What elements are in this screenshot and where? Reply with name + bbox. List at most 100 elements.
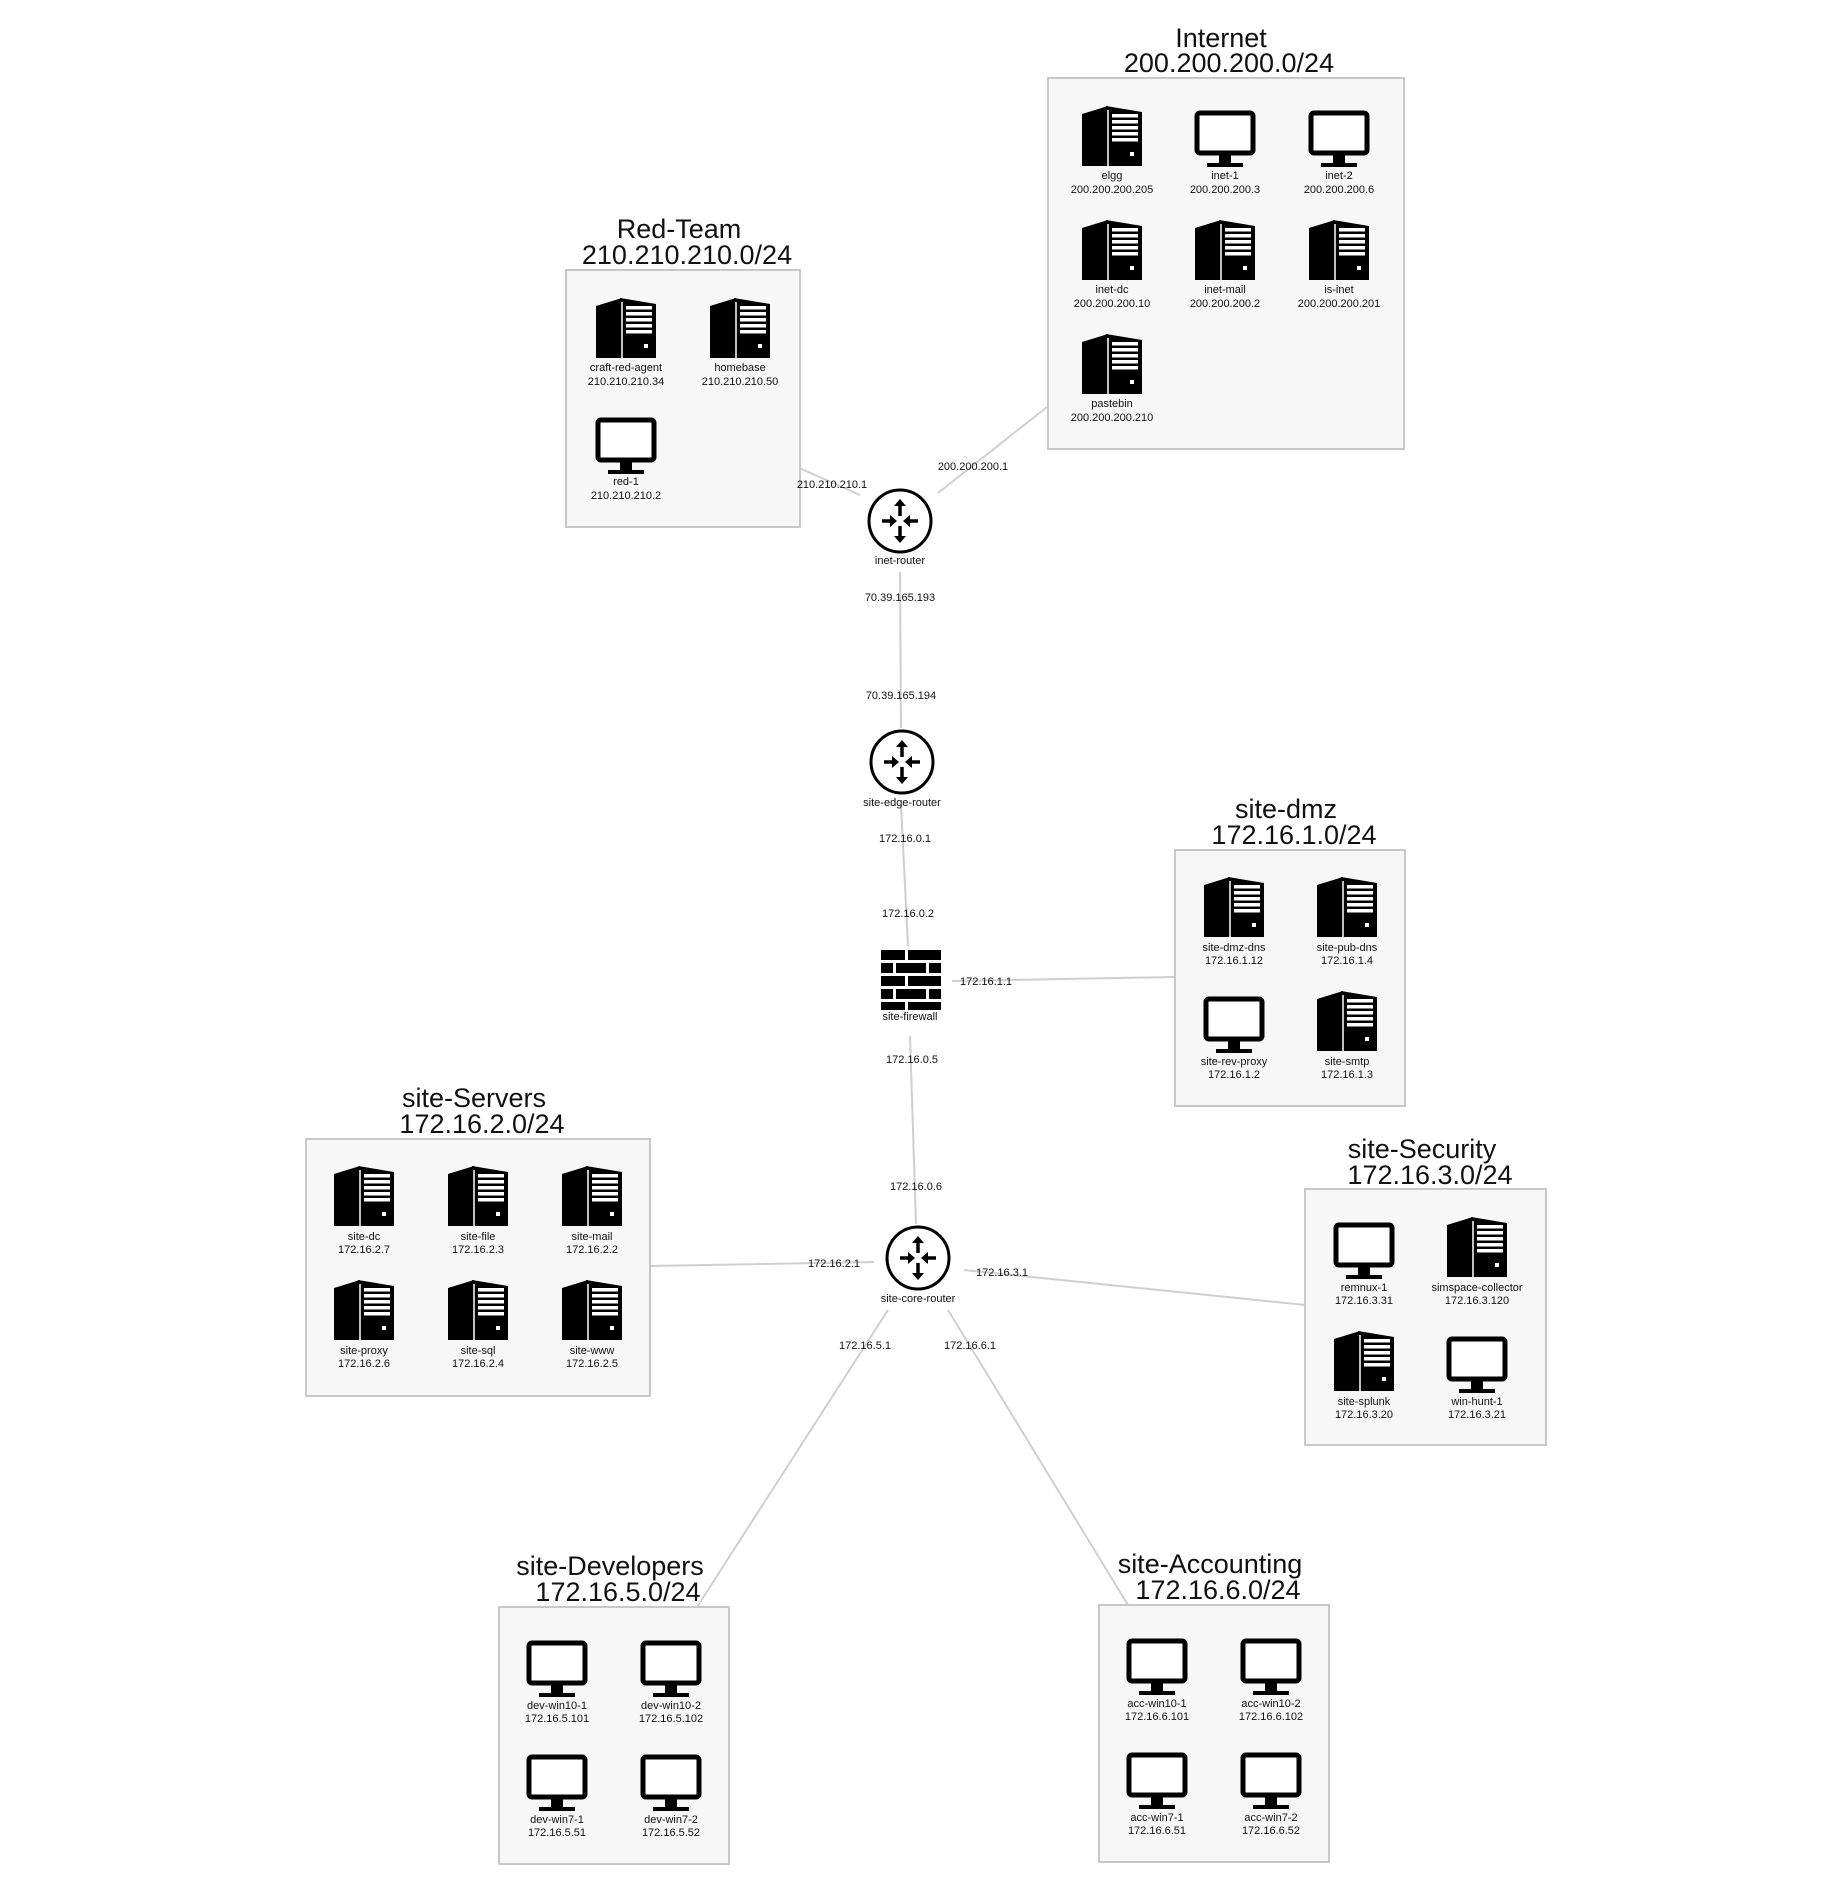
host-ip: 172.16.5.101 <box>525 1713 589 1725</box>
server-icon <box>1316 990 1378 1052</box>
host-site-dmz-dns[interactable]: site-dmz-dns 172.16.1.12 <box>1203 876 1266 967</box>
server-icon <box>561 1165 623 1227</box>
interface-ip: 200.200.200.1 <box>938 461 1008 473</box>
host-dev-win7-2[interactable]: dev-win7-2 172.16.5.52 <box>642 1757 700 1839</box>
host-acc-win10-1[interactable]: acc-win10-1 172.16.6.101 <box>1125 1641 1189 1723</box>
host-name: site-www <box>570 1345 615 1357</box>
device-site-firewall[interactable]: site-firewall <box>881 950 941 1023</box>
network-name: site-dmz <box>1235 794 1337 824</box>
server-icon <box>333 1165 395 1227</box>
host-remnux-1[interactable]: remnux-1 172.16.3.31 <box>1335 1225 1393 1307</box>
host-site-sql[interactable]: site-sql 172.16.2.4 <box>447 1279 509 1370</box>
host-name: site-dmz-dns <box>1203 942 1266 954</box>
host-site-pub-dns[interactable]: site-pub-dns 172.16.1.4 <box>1316 876 1378 967</box>
network-cidr: 172.16.6.0/24 <box>1135 1575 1300 1605</box>
host-name: site-proxy <box>340 1345 388 1357</box>
host-is-inet[interactable]: is-inet 200.200.200.201 <box>1298 219 1381 310</box>
host-acc-win7-2[interactable]: acc-win7-2 172.16.6.52 <box>1242 1755 1300 1837</box>
host-name: site-dc <box>348 1231 381 1243</box>
host-dev-win10-1[interactable]: dev-win10-1 172.16.5.101 <box>525 1643 589 1725</box>
host-elgg[interactable]: elgg 200.200.200.205 <box>1071 105 1154 196</box>
host-name: dev-win7-1 <box>530 1814 584 1826</box>
host-name: acc-win10-2 <box>1241 1698 1300 1710</box>
host-name: site-sql <box>461 1345 496 1357</box>
host-ip: 172.16.3.120 <box>1445 1295 1509 1307</box>
router-icon <box>885 1225 951 1291</box>
server-icon <box>1203 876 1265 938</box>
host-name: homebase <box>714 362 765 374</box>
host-inet-mail[interactable]: inet-mail 200.200.200.2 <box>1190 219 1260 310</box>
host-dev-win10-2[interactable]: dev-win10-2 172.16.5.102 <box>639 1643 703 1725</box>
host-ip: 200.200.200.6 <box>1304 184 1374 196</box>
host-acc-win7-1[interactable]: acc-win7-1 172.16.6.51 <box>1128 1755 1186 1837</box>
host-inet-dc[interactable]: inet-dc 200.200.200.10 <box>1074 219 1150 310</box>
host-site-mail[interactable]: site-mail 172.16.2.2 <box>561 1165 623 1256</box>
router-icon <box>867 488 933 554</box>
network-name: Red-Team <box>617 214 742 244</box>
host-ip: 172.16.6.52 <box>1242 1825 1300 1837</box>
link-edge-router-firewall <box>900 804 909 947</box>
host-homebase[interactable]: homebase 210.210.210.50 <box>702 297 778 388</box>
network-cidr: 200.200.200.0/24 <box>1124 48 1334 78</box>
network-cidr: 172.16.5.0/24 <box>535 1577 700 1607</box>
host-inet-2[interactable]: inet-2 200.200.200.6 <box>1304 113 1374 196</box>
host-win-hunt-1[interactable]: win-hunt-1 172.16.3.21 <box>1448 1339 1506 1421</box>
host-ip: 172.16.5.51 <box>528 1827 586 1839</box>
device-site-edge-router[interactable]: site-edge-router <box>863 729 941 809</box>
host-site-dc[interactable]: site-dc 172.16.2.7 <box>333 1165 395 1256</box>
server-icon <box>709 297 771 359</box>
interface-ip: 172.16.1.1 <box>960 976 1012 988</box>
network-site-dmz: site-dmz 172.16.1.0/24 site-dmz-dns 172.… <box>1174 794 1406 1107</box>
device-site-core-router[interactable]: site-core-router <box>881 1225 956 1305</box>
host-site-smtp[interactable]: site-smtp 172.16.1.3 <box>1316 990 1378 1081</box>
link-inet-router-edge-router <box>899 571 902 729</box>
link-internet-inet-router <box>937 406 1048 494</box>
server-icon <box>1333 1330 1395 1392</box>
network-red-team: Red-Team 210.210.210.0/24 craft-red-agen… <box>565 214 801 528</box>
host-site-www[interactable]: site-www 172.16.2.5 <box>561 1279 623 1370</box>
host-ip: 172.16.6.101 <box>1125 1711 1189 1723</box>
device-inet-router[interactable]: inet-router <box>867 488 933 567</box>
host-ip: 210.210.210.50 <box>702 376 778 388</box>
host-ip: 172.16.3.21 <box>1448 1409 1506 1421</box>
host-name: acc-win7-1 <box>1130 1812 1183 1824</box>
host-name: inet-2 <box>1325 170 1353 182</box>
host-name: red-1 <box>613 476 639 488</box>
host-inet-1[interactable]: inet-1 200.200.200.3 <box>1190 113 1260 196</box>
host-site-rev-proxy[interactable]: site-rev-proxy 172.16.1.2 <box>1201 999 1268 1081</box>
host-site-file[interactable]: site-file 172.16.2.3 <box>447 1165 509 1256</box>
network-site-servers: site-Servers 172.16.2.0/24 site-dc 172.1… <box>305 1083 651 1397</box>
host-red-1[interactable]: red-1 210.210.210.2 <box>591 420 661 502</box>
host-acc-win10-2[interactable]: acc-win10-2 172.16.6.102 <box>1239 1641 1303 1723</box>
server-icon <box>447 1279 509 1341</box>
interface-labels: 210.210.210.1 200.200.200.1 70.39.165.19… <box>797 461 1028 1352</box>
link-redteam-inet-router <box>796 466 861 496</box>
host-craft-red-agent[interactable]: craft-red-agent 210.210.210.34 <box>588 297 664 388</box>
server-icon <box>1316 876 1378 938</box>
network-name: site-Developers <box>516 1551 704 1581</box>
host-name: site-rev-proxy <box>1201 1056 1268 1068</box>
host-ip: 172.16.6.102 <box>1239 1711 1303 1723</box>
host-name: inet-dc <box>1095 284 1129 296</box>
host-site-splunk[interactable]: site-splunk 172.16.3.20 <box>1333 1330 1395 1421</box>
links <box>649 406 1306 1608</box>
host-name: craft-red-agent <box>590 362 662 374</box>
firewall-icon <box>881 950 941 1010</box>
server-icon <box>333 1279 395 1341</box>
host-ip: 200.200.200.10 <box>1074 298 1150 310</box>
host-dev-win7-1[interactable]: dev-win7-1 172.16.5.51 <box>528 1757 586 1839</box>
host-ip: 172.16.2.5 <box>566 1358 618 1370</box>
device-name: site-core-router <box>881 1293 956 1305</box>
host-pastebin[interactable]: pastebin 200.200.200.210 <box>1071 333 1154 424</box>
device-name: site-edge-router <box>863 797 941 809</box>
host-ip: 172.16.6.51 <box>1128 1825 1186 1837</box>
link-core-router-security <box>963 1269 1306 1306</box>
host-ip: 200.200.200.205 <box>1071 184 1154 196</box>
host-ip: 200.200.200.2 <box>1190 298 1260 310</box>
host-name: dev-win10-1 <box>527 1700 587 1712</box>
host-ip: 172.16.2.3 <box>452 1244 504 1256</box>
host-site-proxy[interactable]: site-proxy 172.16.2.6 <box>333 1279 395 1370</box>
network-name: Internet <box>1175 23 1267 53</box>
host-simspace-collector[interactable]: simspace-collector 172.16.3.120 <box>1431 1216 1523 1307</box>
